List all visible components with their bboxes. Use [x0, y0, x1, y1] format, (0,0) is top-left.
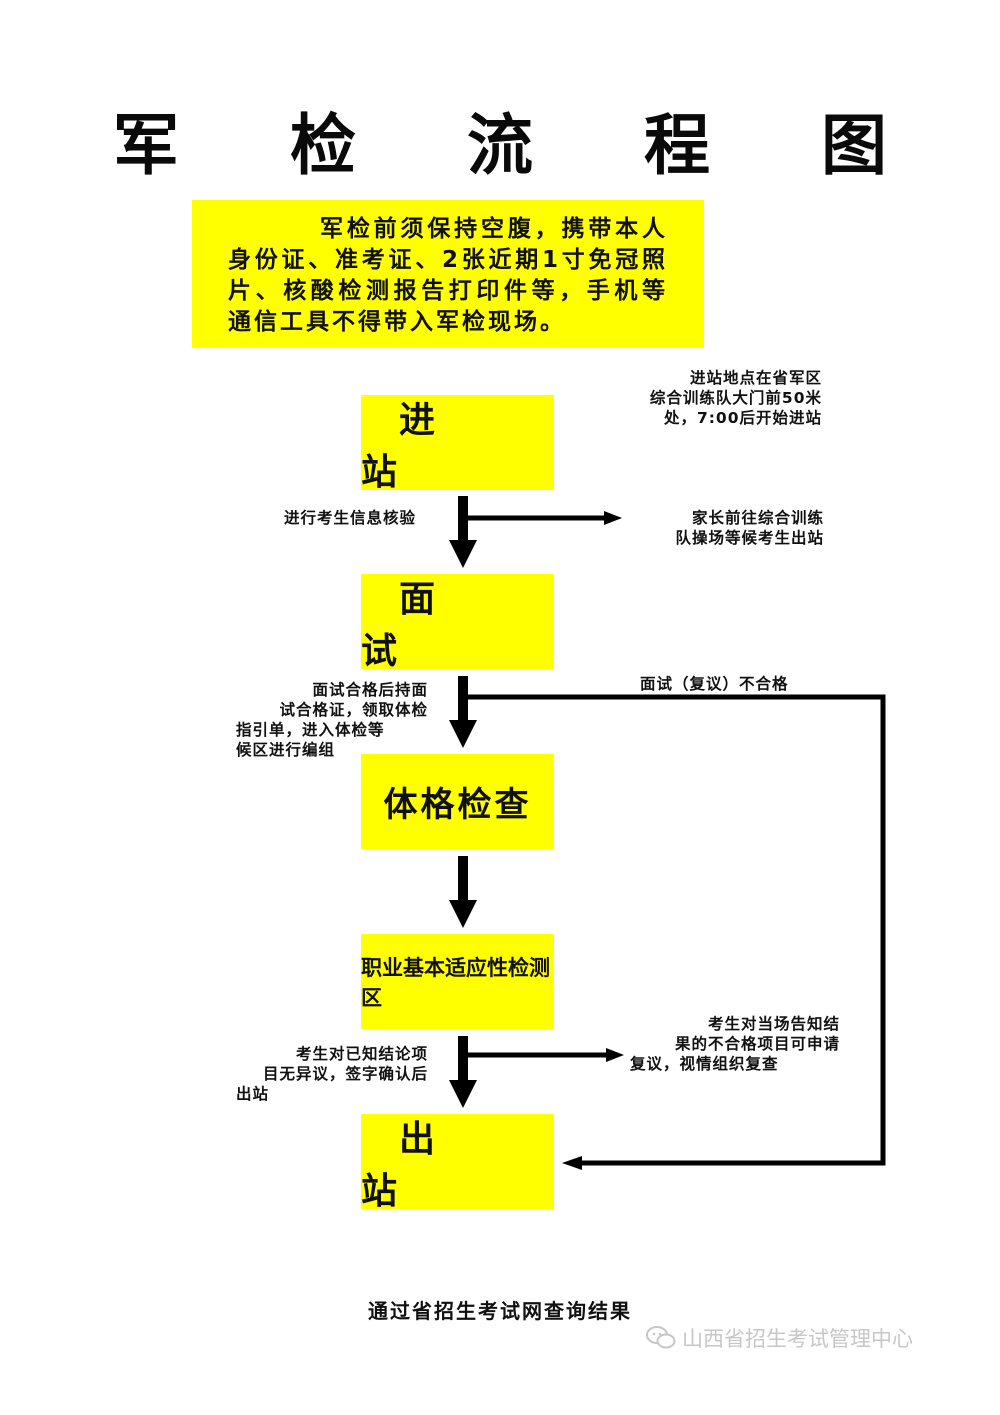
note-line: 候区进行编组 [236, 741, 336, 759]
note-line: 试合格证，领取体检 [279, 701, 428, 719]
note-interview-fail: 面试（复议）不合格 [640, 675, 789, 693]
step-entry: 进 站 [361, 395, 554, 493]
note-line: 出站 [236, 1085, 270, 1103]
page-title: 军 检 流 程 图 [113, 107, 931, 184]
note-entry-location: 进站地点在省军区 综合训练队大门前50米 处，7:00后开始进站 [622, 368, 822, 428]
arrowhead-interview [449, 540, 477, 568]
note-info-check: 进行考生信息核验 [284, 509, 417, 527]
notice-box: 军检前须保持空腹，携带本人身份证、准考证、2张近期1寸免冠照片、核酸检测报告打印… [192, 200, 704, 348]
arrowhead-parents [604, 511, 622, 525]
notice-text: 军检前须保持空腹，携带本人身份证、准考证、2张近期1寸免冠照片、核酸检测报告打印… [228, 216, 668, 335]
note-interview-pass: 面试合格后持面 试合格证，领取体检 指引单，进入体检等 候区进行编组 [236, 680, 428, 760]
note-line: 考生对已知结论项 [295, 1045, 428, 1063]
note-parents: 家长前往综合训练 队操场等候考生出站 [622, 508, 824, 548]
step-physical-exam: 体格检查 [361, 754, 554, 849]
note-line: 果的不合格项目可申请 [674, 1035, 840, 1053]
arrowhead-aptitude [449, 900, 477, 928]
note-line: 队操场等候考生出站 [675, 529, 824, 547]
note-line: 进站地点在省军区 [689, 369, 822, 387]
note-line: 处，7:00后开始进站 [663, 409, 822, 427]
arrowhead-review [606, 1048, 624, 1062]
arrowhead-fail-loop [562, 1156, 582, 1170]
note-line: 指引单，进入体检等 [236, 721, 385, 739]
note-line: 目无异议，签字确认后 [262, 1065, 428, 1083]
arrowhead-physical [449, 720, 477, 748]
wechat-icon [646, 1326, 676, 1349]
fail-loop-line [463, 694, 886, 1166]
watermark-text: 山西省招生考试管理中心 [682, 1327, 913, 1351]
note-review: 考生对当场告知结 果的不合格项目可申请 复议，视情组织复查 [630, 1014, 840, 1074]
arrowhead-exit [449, 1080, 477, 1108]
note-line: 面试合格后持面 [312, 681, 428, 699]
note-line: 考生对当场告知结 [707, 1015, 840, 1033]
step-exit: 出 站 [361, 1114, 554, 1212]
note-line: 家长前往综合训练 [691, 509, 824, 527]
note-line: 复议，视情组织复查 [630, 1055, 779, 1073]
watermark: 山西省招生考试管理中心 [646, 1320, 913, 1356]
note-line: 综合训练队大门前50米 [649, 389, 822, 407]
step-aptitude-test: 职业基本适应性检测区 [361, 934, 554, 1029]
note-no-objection: 考生对已知结论项 目无异议，签字确认后 出站 [236, 1044, 428, 1104]
footer-text: 通过省招生考试网查询结果 [368, 1299, 632, 1323]
step-interview: 面 试 [361, 574, 554, 672]
